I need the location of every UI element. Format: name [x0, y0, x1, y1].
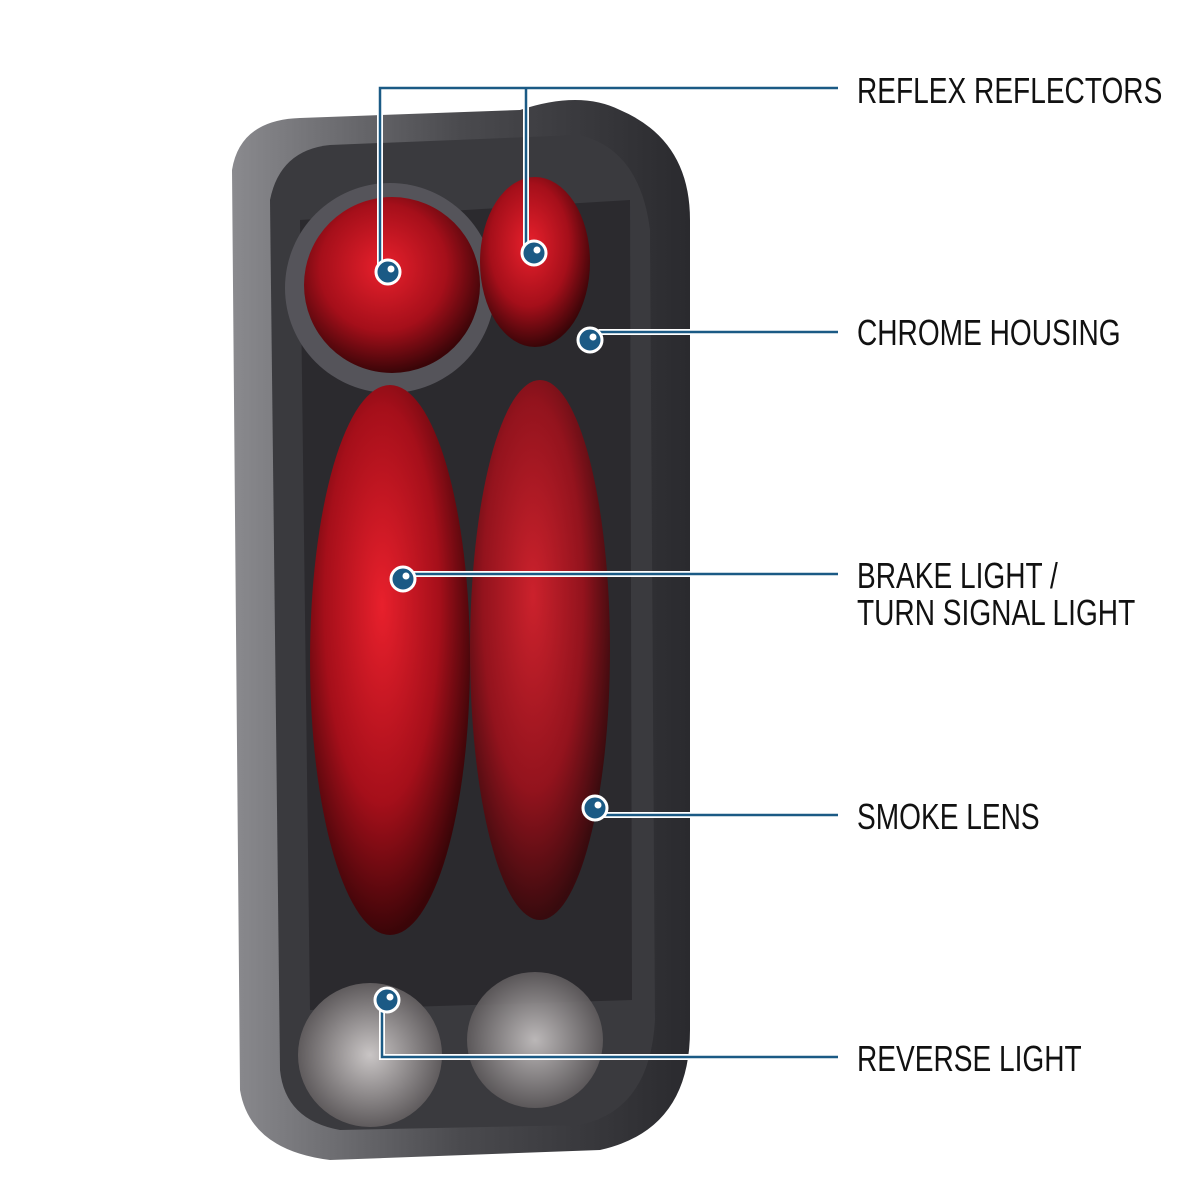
brake-dot — [389, 565, 417, 593]
reflex-callout-line — [378, 86, 838, 272]
reverse-callout-line — [380, 1000, 838, 1059]
callout-dots — [373, 239, 609, 1014]
smoke-lens-label: SMOKE LENS — [857, 796, 1040, 837]
smoke-dot — [581, 794, 609, 822]
brake-lens — [310, 380, 610, 935]
reverse-dot — [373, 986, 401, 1014]
reverse-lens — [298, 972, 603, 1127]
reflex-dot-1 — [374, 258, 402, 286]
brake-light-label-line1: BRAKE LIGHT / — [857, 555, 1058, 596]
chrome-housing-label: CHROME HOUSING — [857, 312, 1121, 353]
reflex-reflectors-label: REFLEX REFLECTORS — [857, 70, 1163, 111]
chrome-dot — [576, 326, 604, 354]
reverse-light-label: REVERSE LIGHT — [857, 1038, 1082, 1079]
brake-light-label-line2: TURN SIGNAL LIGHT — [857, 592, 1136, 633]
reflex-dot-2 — [520, 239, 548, 267]
